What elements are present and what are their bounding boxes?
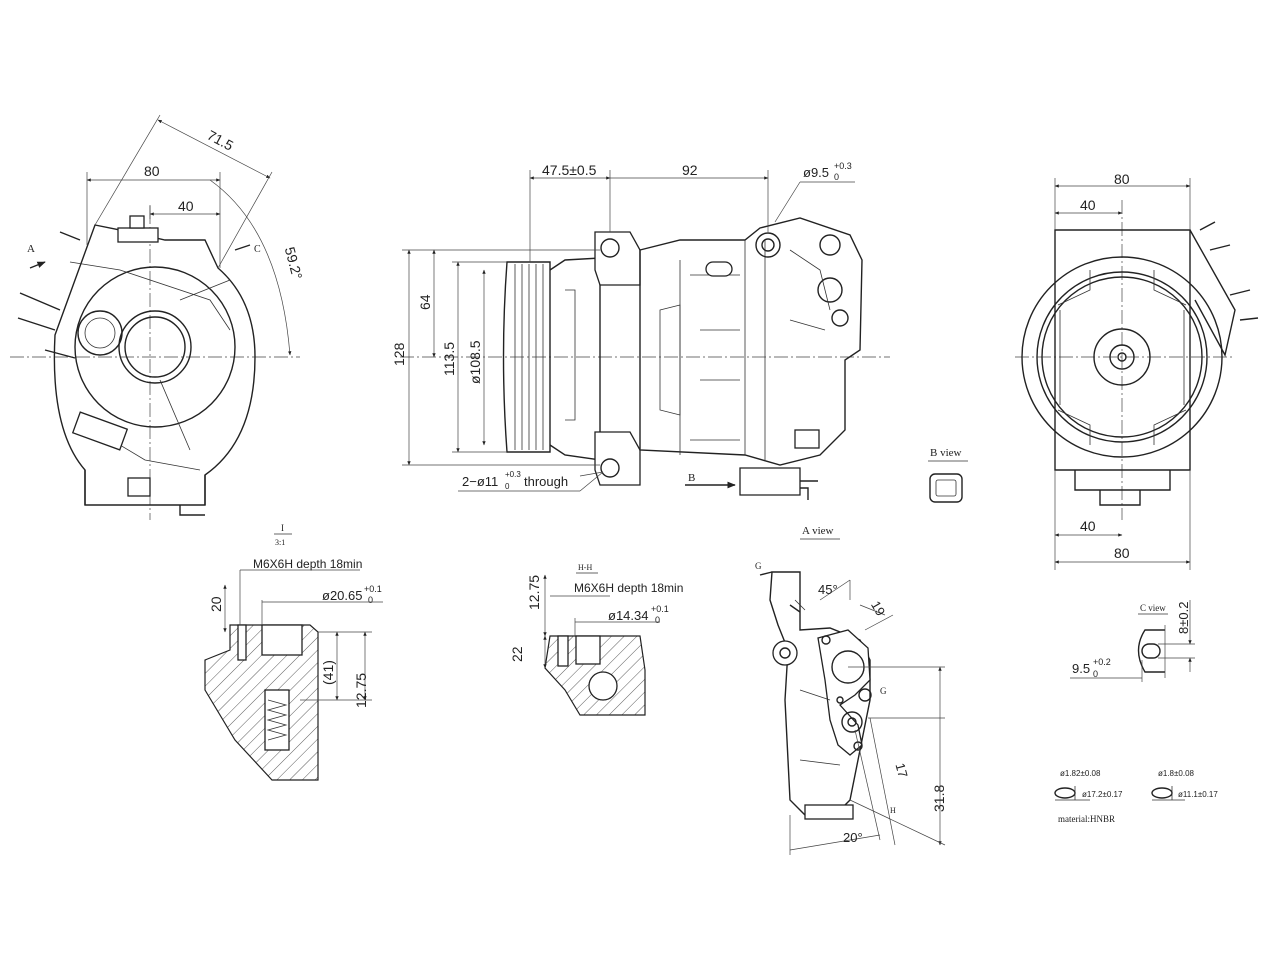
o-ring-material: material:HNBR	[1058, 814, 1115, 824]
dim-80-left: 80	[144, 163, 160, 179]
dim-phi-9-5-tol-upper: +0.3	[834, 161, 852, 171]
dim-phi-108-5: ø108.5	[467, 340, 483, 384]
detail-i-title: I	[281, 523, 284, 533]
view-arrow-b: B	[688, 472, 695, 484]
dim-92: 92	[682, 162, 698, 178]
dim-113-5: 113.5	[441, 342, 457, 376]
o-rings: ø1.82±0.08 ø17.2±0.17 ø1.8±0.08 ø11.1±0.…	[1054, 769, 1218, 824]
o-ring-1: ø1.82±0.08 ø17.2±0.17	[1054, 769, 1123, 801]
dim-64: 64	[417, 294, 433, 310]
detail-i-scale: 3:1	[275, 538, 285, 547]
c-view: C view 8±0.2 9.5 +0.2 0	[1070, 600, 1195, 682]
dim-45-deg: 45°	[818, 582, 838, 597]
a-view-title: A view	[802, 525, 834, 537]
c-view-dim-8: 8±0.2	[1176, 602, 1191, 634]
through-hole-suffix: through	[524, 474, 568, 489]
dim-40-left: 40	[178, 198, 194, 214]
c-view-dim-9-5: 9.5	[1072, 661, 1090, 676]
detail-hh-thread: M6X6H depth 18min	[574, 581, 683, 595]
section-g-label-top: G	[755, 561, 762, 571]
dim-47-5: 47.5±0.5	[542, 162, 597, 178]
dim-80-right-bottom: 80	[1114, 545, 1130, 561]
dim-59-2-angle: 59.2°	[282, 245, 306, 281]
dim-19: 19	[868, 598, 888, 618]
dim-128: 128	[391, 342, 407, 366]
dim-phi-9-5-tol-lower: 0	[834, 172, 839, 182]
rear-head-view: G G H 45° 19 17 31.8 20°	[755, 561, 947, 855]
section-label-c: C	[254, 244, 261, 255]
detail-hh-dim-22: 22	[509, 646, 525, 662]
o-ring-2-wire: ø1.8±0.08	[1158, 769, 1195, 778]
detail-i-dim-phi-tol-lower: 0	[368, 595, 373, 605]
through-hole-tol-upper: +0.3	[505, 470, 521, 479]
dim-17: 17	[892, 761, 910, 779]
through-hole-tol-lower: 0	[505, 482, 510, 491]
detail-i: I 3:1 M6X6H depth 18min 20 ø20.65 +0.1 0…	[204, 523, 383, 781]
o-ring-2-id: ø11.1±0.17	[1178, 790, 1218, 799]
section-label-a: A	[27, 243, 35, 255]
detail-hh-dim-phi-tol-lower: 0	[655, 615, 660, 625]
detail-i-thread: M6X6H depth 18min	[253, 557, 362, 571]
c-view-title: C view	[1140, 603, 1166, 613]
dim-40-right-bottom: 40	[1080, 518, 1096, 534]
through-hole-label: 2−ø11	[462, 474, 498, 489]
section-g-label-right: G	[880, 686, 887, 696]
detail-i-dim-41: (41)	[320, 660, 336, 685]
detail-hh-dim-12-75: 12.75	[526, 575, 542, 610]
detail-hh: H-H M6X6H depth 18min 12.75 ø14.34 +0.1 …	[509, 563, 683, 716]
detail-i-dim-20: 20	[208, 596, 224, 612]
dim-20-deg: 20°	[843, 830, 863, 845]
detail-i-dim-phi: ø20.65	[322, 588, 362, 603]
dim-31-8: 31.8	[931, 785, 947, 812]
c-view-dim-9-5-tol-upper: +0.2	[1093, 657, 1111, 667]
section-h-label: H	[890, 806, 896, 815]
b-view-title: B view	[930, 447, 962, 459]
detail-i-dim-phi-tol-upper: +0.1	[364, 584, 382, 594]
dim-71-5: 71.5	[205, 127, 237, 154]
detail-hh-title: H-H	[578, 563, 592, 572]
detail-hh-dim-phi: ø14.34	[608, 608, 648, 623]
o-ring-1-wire: ø1.82±0.08	[1060, 769, 1101, 778]
detail-hh-dim-phi-tol-upper: +0.1	[651, 604, 669, 614]
dim-80-right-top: 80	[1114, 171, 1130, 187]
dim-phi-9-5: ø9.5	[803, 165, 829, 180]
detail-i-dim-12-75: 12.75	[353, 673, 369, 708]
b-view: B view	[928, 447, 968, 503]
a-view-label: A view	[800, 525, 840, 540]
side-view: 47.5±0.5 92 ø9.5 +0.3 0 128 64 113.5 ø10…	[391, 161, 890, 500]
left-end-view: 71.5 80 40 59.2° A C	[10, 114, 306, 520]
right-end-view: 80 40 40 80	[1015, 171, 1259, 570]
c-view-dim-9-5-tol-lower: 0	[1093, 669, 1098, 679]
o-ring-1-id: ø17.2±0.17	[1082, 790, 1123, 799]
dim-40-right-top: 40	[1080, 197, 1096, 213]
o-ring-2: ø1.8±0.08 ø11.1±0.17	[1151, 769, 1218, 801]
